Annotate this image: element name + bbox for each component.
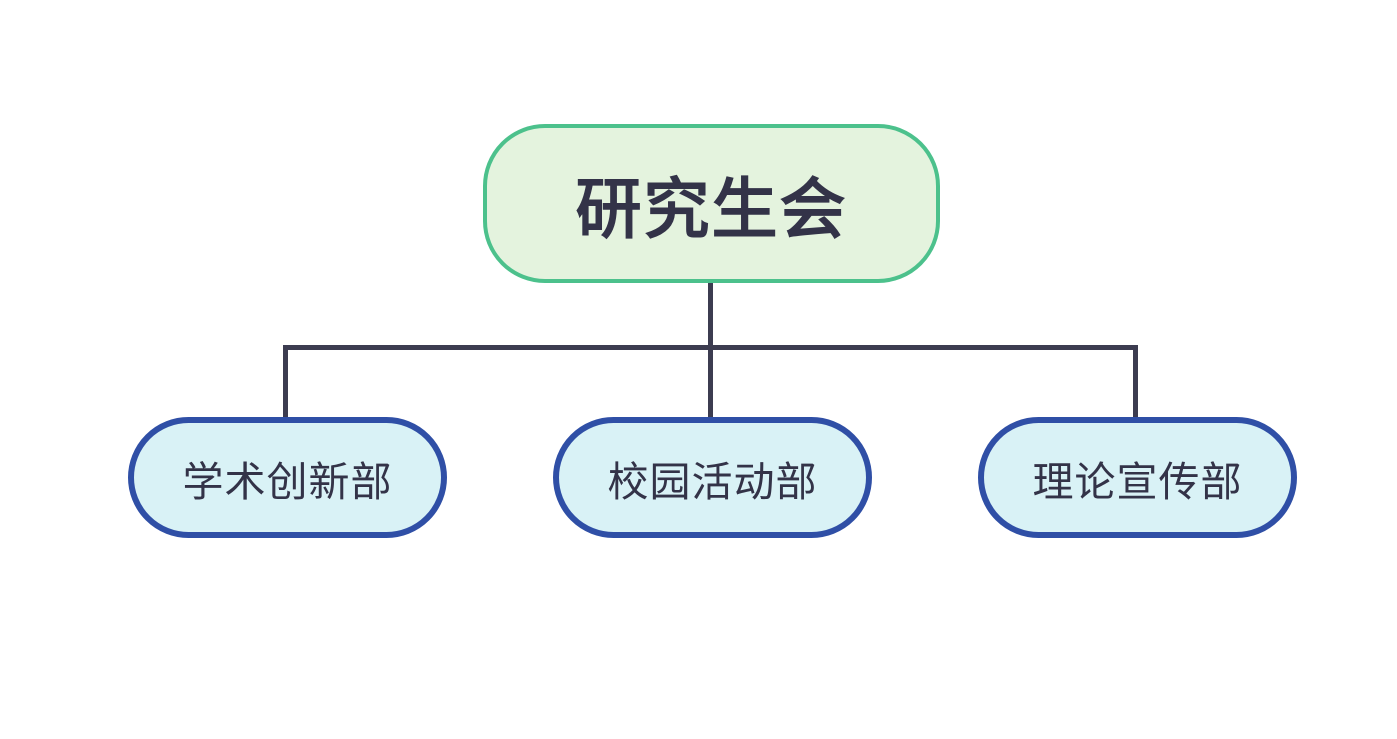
node-theory-publicity-department[interactable]: 理论宣传部	[978, 417, 1297, 538]
connector-drop-to-publicity	[1133, 345, 1138, 417]
connector-drop-to-academic	[283, 345, 288, 417]
node-academic-innovation-department[interactable]: 学术创新部	[128, 417, 447, 538]
node-root-graduate-student-union[interactable]: 研究生会	[483, 124, 940, 283]
node-academic-label: 学术创新部	[182, 457, 393, 506]
node-root-label: 研究生会	[575, 169, 848, 248]
connector-drop-to-campus	[708, 345, 713, 417]
node-campus-label: 校园活动部	[607, 457, 818, 506]
node-campus-activities-department[interactable]: 校园活动部	[553, 417, 872, 538]
node-publicity-label: 理论宣传部	[1032, 457, 1243, 506]
connector-root-stem	[708, 281, 713, 350]
